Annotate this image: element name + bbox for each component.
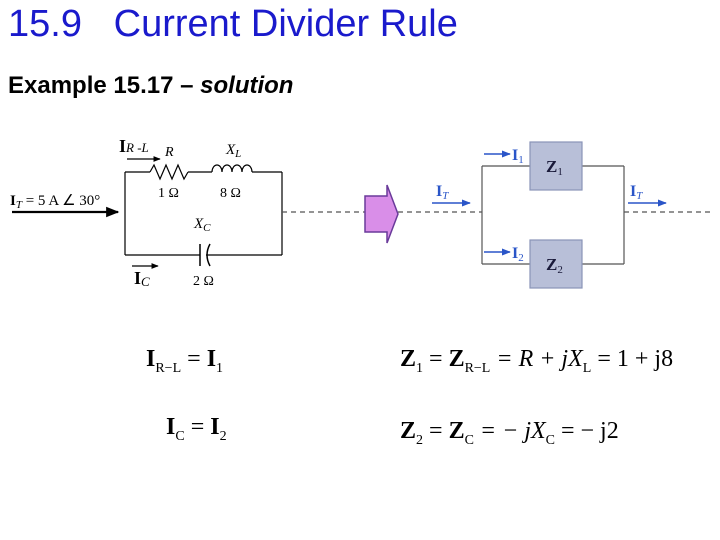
equation-z2: Z2 = ZC = − jXC = − j2 bbox=[400, 418, 619, 448]
right-circuit bbox=[481, 141, 712, 289]
z1-box bbox=[529, 141, 583, 191]
it-right-label: IT bbox=[630, 183, 643, 202]
irl-label: IR -L bbox=[119, 136, 149, 156]
it-left-label: IT bbox=[436, 183, 449, 202]
xl-symbol: XL bbox=[225, 142, 241, 160]
transition-arrow bbox=[364, 184, 399, 244]
xc-symbol: XC bbox=[193, 216, 211, 234]
slide-title: 15.9 Current Divider Rule bbox=[8, 3, 458, 45]
subtitle-main: Example 15.17 – bbox=[8, 72, 201, 99]
z1-label: Z1 bbox=[546, 157, 563, 178]
i1-label: I1 bbox=[512, 147, 524, 166]
resistor-r bbox=[149, 163, 189, 181]
i2-label: I2 bbox=[512, 245, 524, 264]
xl-value: 8 Ω bbox=[220, 186, 241, 201]
equation-z1: Z1 = ZR−L = R + jXL = 1 + j8 bbox=[400, 346, 674, 376]
slide-subtitle: Example 15.17 – solution bbox=[8, 72, 293, 100]
r-symbol: R bbox=[164, 145, 174, 160]
equation-ic-i2: IC = I2 bbox=[166, 414, 227, 444]
equation-irl-i1: IR−L = I1 bbox=[146, 346, 224, 376]
z2-box bbox=[529, 239, 583, 289]
subtitle-italic: solution bbox=[200, 72, 294, 99]
xc-value: 2 Ω bbox=[193, 274, 214, 289]
left-circuit bbox=[12, 156, 370, 269]
source-label: IT = 5 A ∠ 30° bbox=[10, 193, 100, 211]
r-value: 1 Ω bbox=[158, 186, 179, 201]
inductor-xl bbox=[211, 164, 253, 173]
z2-label: Z2 bbox=[546, 255, 563, 276]
ic-label: IC bbox=[134, 268, 150, 289]
